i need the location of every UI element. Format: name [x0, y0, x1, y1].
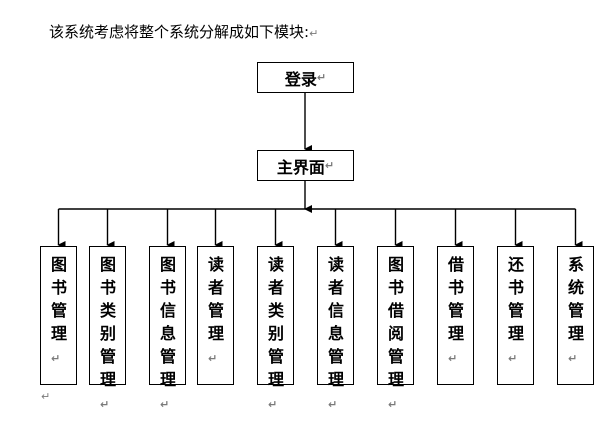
- module-label: 图书借阅管理 ↵: [388, 253, 406, 416]
- intro-sentence: 该系统考虑将整个系统分解成如下模块:: [49, 23, 310, 41]
- paragraph-mark-icon: ↵: [51, 352, 61, 365]
- main-interface-box: 主界面↵: [257, 150, 354, 181]
- module-name: 还书管理: [508, 255, 525, 343]
- module-label: 图书管理 ↵: [51, 253, 69, 370]
- paragraph-mark-icon: ↵: [316, 71, 327, 84]
- module-label: 读者信息管理 ↵: [328, 253, 346, 416]
- paragraph-mark-icon: ↵: [388, 398, 398, 411]
- module-box: 图书类别管理 ↵: [89, 246, 126, 411]
- module-name: 读者信息管理: [328, 255, 345, 389]
- paragraph-mark-icon: ↵: [41, 390, 51, 403]
- paragraph-mark-icon: ↵: [160, 398, 170, 411]
- module-box: 读者类别管理 ↵: [257, 246, 294, 411]
- paragraph-mark-icon: ↵: [328, 398, 338, 411]
- paragraph-mark-icon: ↵: [208, 352, 218, 365]
- module-label: 系统管理 ↵: [568, 253, 586, 370]
- module-label: 读者管理 ↵: [208, 253, 226, 370]
- module-label: 图书类别管理 ↵: [100, 253, 118, 416]
- login-label: 登录: [284, 69, 317, 89]
- module-box: 借书管理 ↵: [437, 246, 474, 385]
- module-box: 还书管理 ↵: [497, 246, 534, 385]
- module-name: 读者管理: [208, 255, 225, 343]
- module-label: 图书信息管理 ↵: [160, 253, 178, 416]
- module-label: 还书管理 ↵: [508, 253, 526, 370]
- login-box: 登录↵: [257, 62, 354, 93]
- module-name: 借书管理: [448, 255, 465, 343]
- module-name: 系统管理: [568, 255, 585, 343]
- main-interface-label: 主界面: [276, 157, 325, 177]
- intro-text: 该系统考虑将整个系统分解成如下模块:↵: [49, 22, 318, 44]
- paragraph-mark-icon: ↵: [309, 27, 319, 40]
- module-box: 读者管理 ↵: [197, 246, 234, 385]
- paragraph-mark-icon: ↵: [448, 352, 458, 365]
- module-box: 图书借阅管理 ↵: [377, 246, 414, 411]
- module-name: 图书信息管理: [160, 255, 177, 389]
- paragraph-mark-icon: ↵: [268, 398, 278, 411]
- module-label: 读者类别管理 ↵: [268, 253, 286, 416]
- paragraph-mark-icon: ↵: [100, 398, 110, 411]
- module-name: 图书管理: [51, 255, 68, 343]
- module-name: 图书类别管理: [100, 255, 117, 389]
- module-box: 系统管理 ↵: [557, 246, 594, 385]
- module-box: 读者信息管理 ↵: [317, 246, 354, 411]
- module-box: 图书信息管理 ↵: [149, 246, 186, 411]
- paragraph-mark-icon: ↵: [324, 159, 335, 172]
- module-label: 借书管理 ↵: [448, 253, 466, 370]
- module-name: 读者类别管理: [268, 255, 285, 389]
- paragraph-mark-icon: ↵: [508, 352, 518, 365]
- module-box: 图书管理 ↵: [40, 246, 77, 385]
- paragraph-mark-icon: ↵: [568, 352, 578, 365]
- module-name: 图书借阅管理: [388, 255, 405, 389]
